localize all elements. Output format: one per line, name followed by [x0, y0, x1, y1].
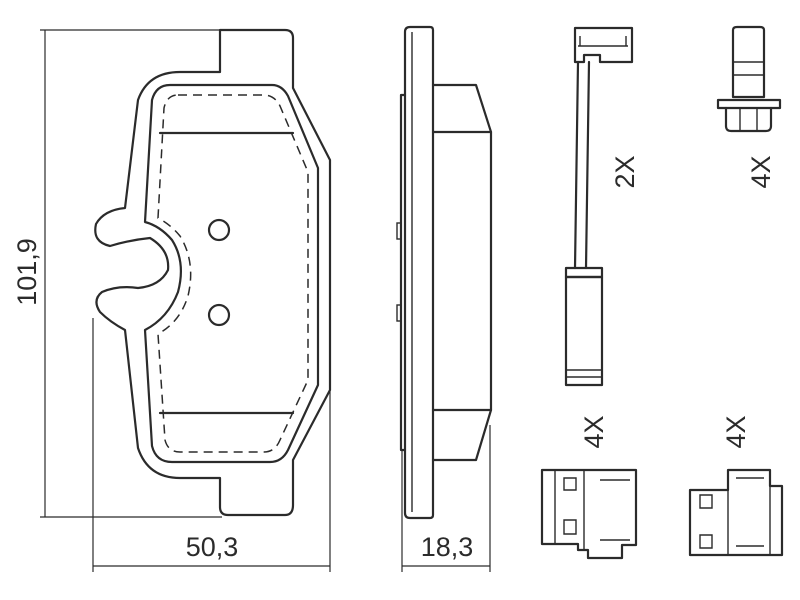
bolt	[716, 25, 782, 133]
wear-sensor-quantity: 2X	[610, 155, 640, 188]
clip-b	[688, 468, 784, 557]
mounting-hole-top	[207, 218, 231, 242]
bolt-quantity: 4X	[746, 155, 776, 188]
dimension-thickness	[401, 425, 491, 572]
wear-line-dashed	[157, 94, 309, 453]
dimension-width-label: 50,3	[186, 532, 239, 562]
side-friction-block	[431, 83, 493, 462]
side-backing-plate	[403, 25, 435, 520]
dimension-thickness-label: 18,3	[421, 532, 474, 562]
clip-a-quantity: 4X	[579, 415, 609, 448]
wear-sensor	[564, 26, 634, 387]
brake-pad-side-view	[396, 25, 493, 520]
clip-b-quantity: 4X	[721, 415, 751, 448]
backing-plate-outline	[94, 28, 332, 517]
mounting-hole-bottom	[207, 303, 231, 327]
friction-pad-outline	[143, 83, 320, 464]
clip-a	[540, 468, 638, 560]
dimension-width	[92, 318, 331, 572]
dimension-height	[40, 29, 222, 518]
brake-pad-front-view	[94, 28, 332, 517]
dimension-height-label: 101,9	[12, 238, 42, 306]
